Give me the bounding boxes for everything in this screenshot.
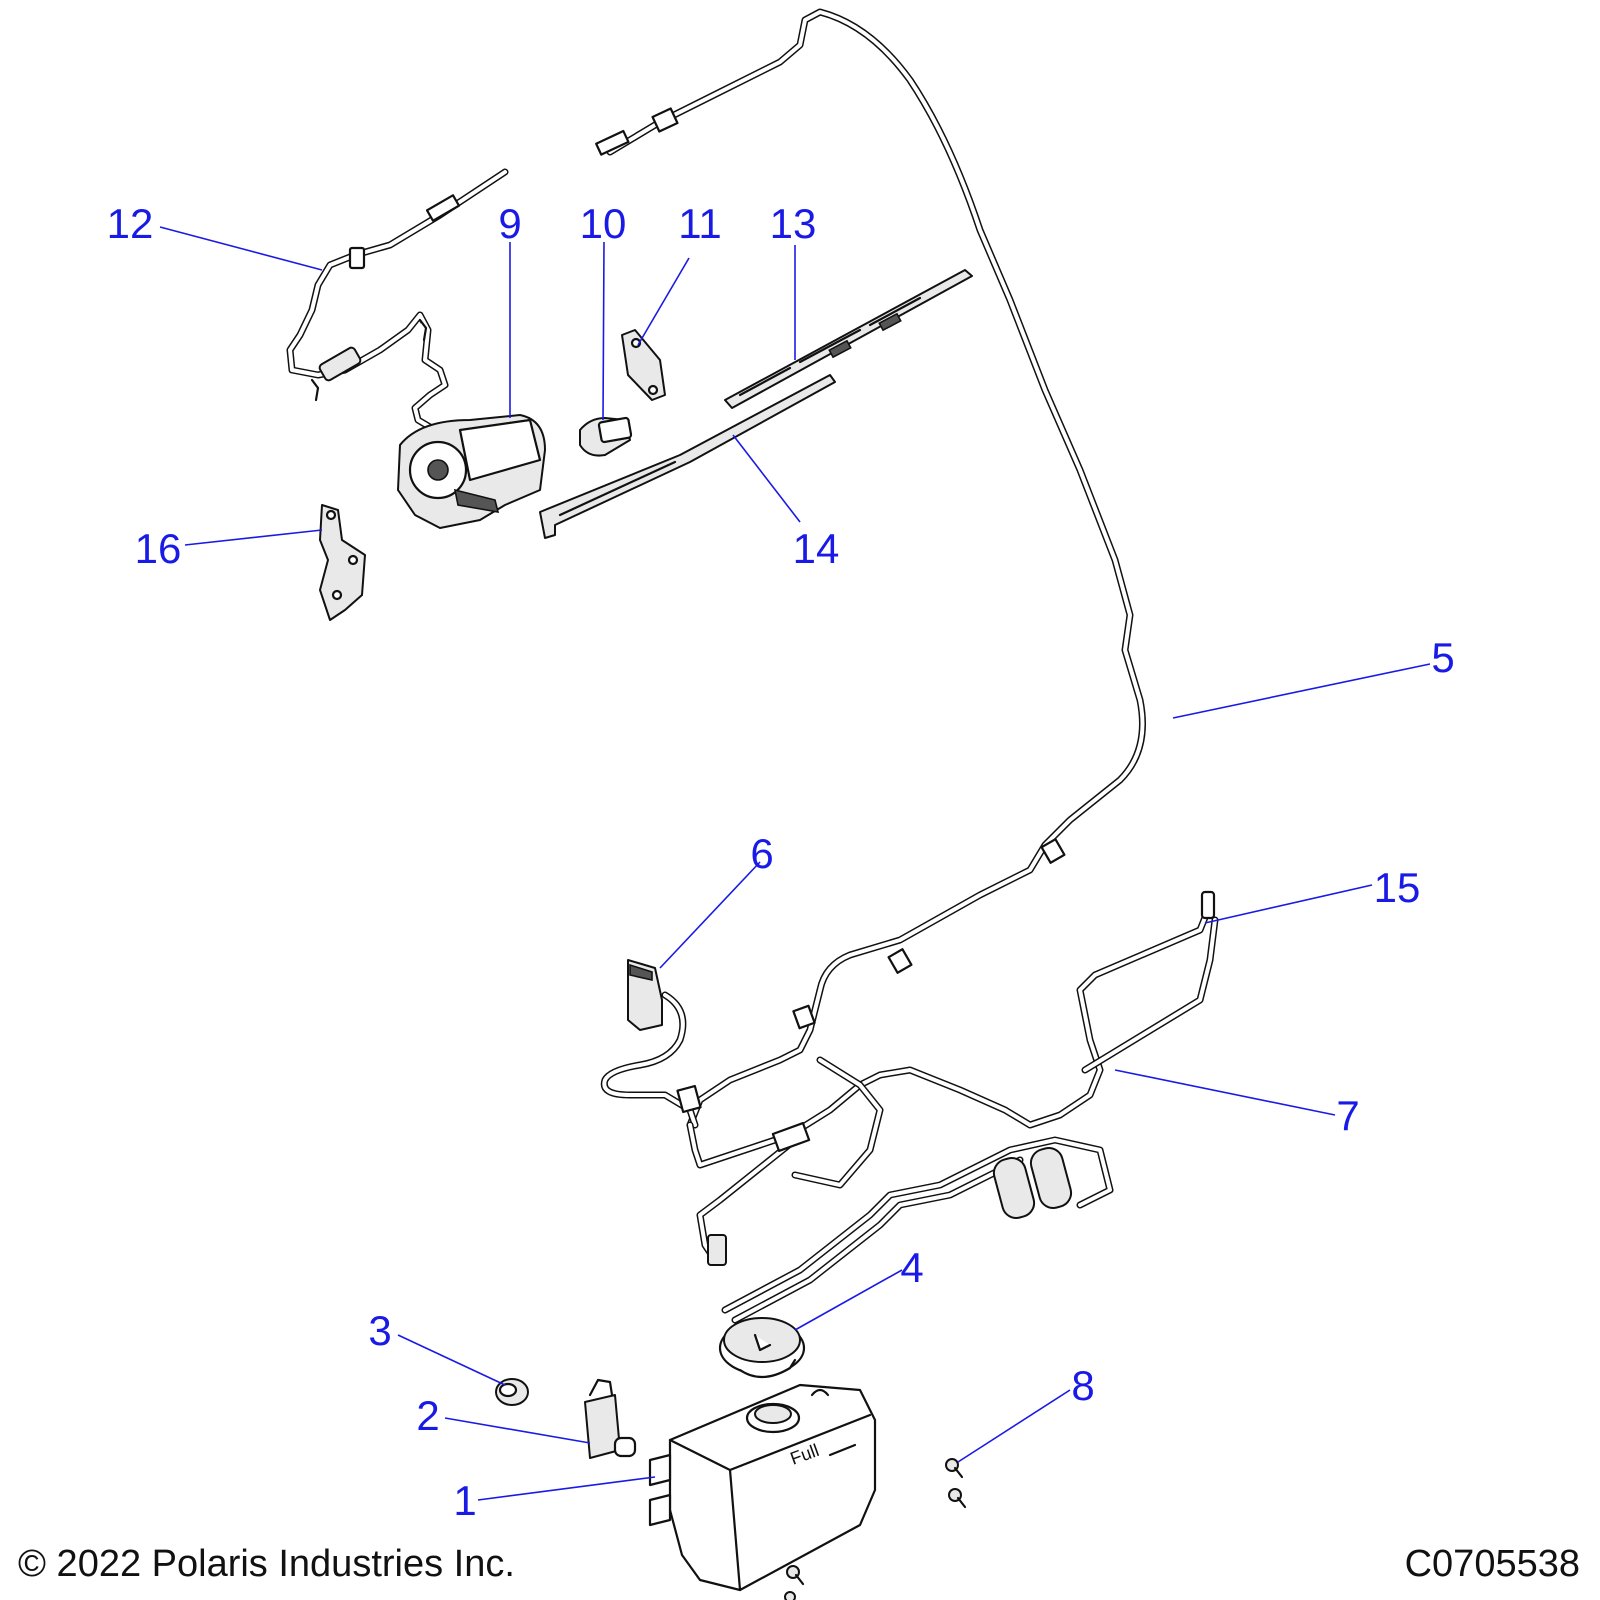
connector-6 [600,959,702,1129]
callout-12: 12 [107,200,154,247]
wiper-arm-14 [539,374,836,539]
leader-lines [159,226,1431,1501]
callout-14: 14 [793,525,840,572]
callout-6: 6 [750,830,773,877]
callout-16: 16 [135,525,182,572]
reservoir-tank-1: Full [648,1383,877,1592]
callout-numbers: 1 2 3 4 5 6 7 8 9 10 11 12 13 14 15 16 [107,200,1455,1524]
drawing-number: C0705538 [1404,1543,1580,1585]
screws-8 [784,1458,967,1600]
callout-13: 13 [770,200,817,247]
wiper-motor-9 [397,414,546,529]
bracket-11 [621,329,666,401]
wiper-blade-13 [724,269,973,409]
callout-9: 9 [498,200,521,247]
callout-8: 8 [1071,1362,1094,1409]
wire-harness-5 [595,8,1146,1129]
callout-1: 1 [453,1477,476,1524]
wire-harness-7 [686,890,1219,1324]
grommet-3 [495,1378,529,1406]
callout-7: 7 [1336,1092,1359,1139]
reservoir-cap-4 [718,1317,806,1379]
callout-5: 5 [1431,634,1454,681]
callout-4: 4 [900,1244,923,1291]
motor-harness-12 [286,168,509,434]
callout-3: 3 [368,1307,391,1354]
callout-15: 15 [1374,864,1421,911]
nut-cap-10 [579,416,633,457]
motor-bracket-16 [319,504,366,621]
copyright-notice: © 2022 Polaris Industries Inc. [18,1543,515,1585]
callout-10: 10 [580,200,627,247]
callout-11: 11 [678,200,722,247]
callout-2: 2 [416,1392,439,1439]
washer-pump-2 [584,1378,637,1459]
